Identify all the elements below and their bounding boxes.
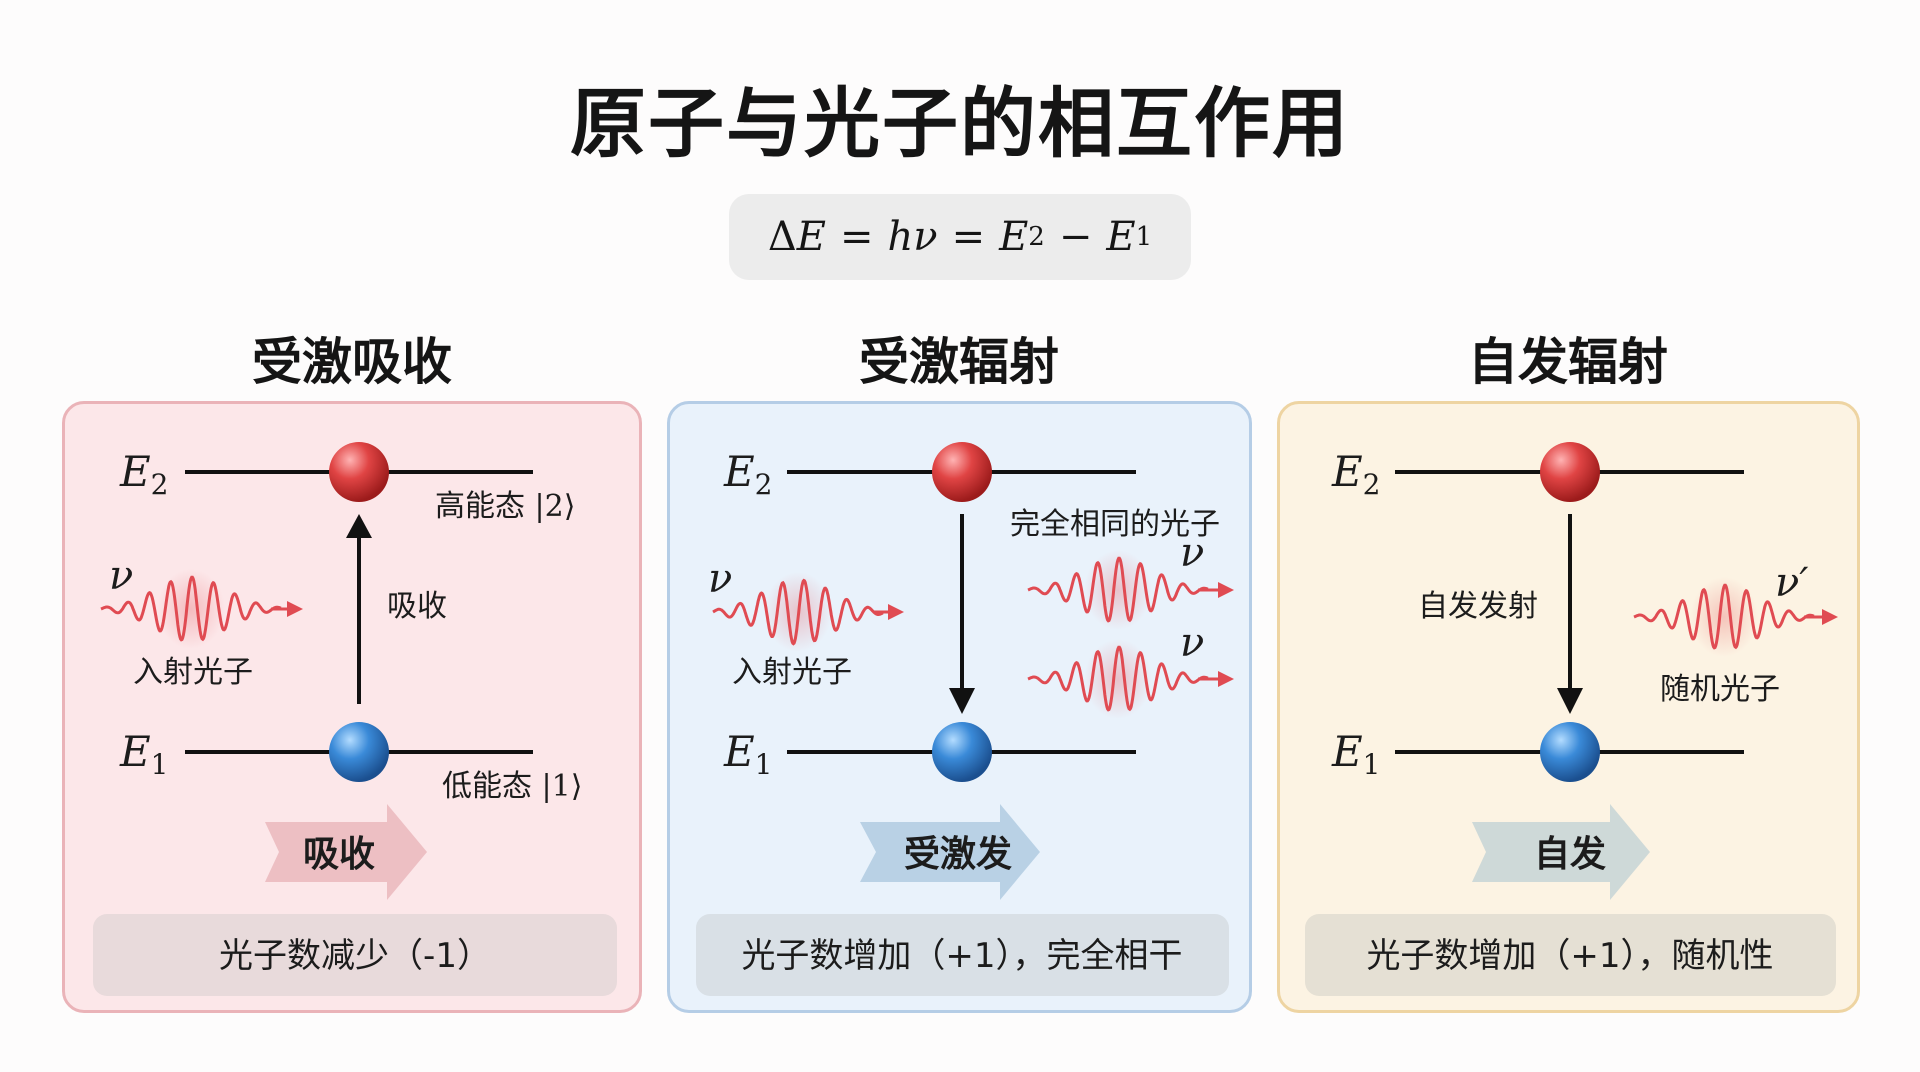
formula-h: h: [887, 214, 914, 260]
formula-e2: E: [999, 214, 1029, 260]
level-e1-label: E1: [723, 727, 773, 781]
panel-absorption: E2 E1 高能态 |2⟩ 低能态 |1⟩ 吸收 ν 入射光子 吸收 光子数减少…: [62, 401, 642, 1013]
absorption-diagram: E2 E1 高能态 |2⟩ 低能态 |1⟩ 吸收 ν 入射光子 吸收 光子数减少…: [93, 442, 617, 996]
random-photon-label: 随机光子: [1660, 672, 1780, 707]
formula-equals-1: =: [839, 214, 874, 260]
process-arrow: [860, 804, 1040, 900]
ground-atom: [932, 722, 992, 782]
photon-arrowhead: [888, 604, 904, 620]
panel-stimulated-emission: E2 E1 ν 入射光子 完全相同的光子 ν ν 受激发 光子数增加（+1），完…: [667, 401, 1252, 1013]
out-photon-arrowhead-1: [1218, 582, 1234, 598]
formula-delta: Δ: [767, 214, 797, 260]
photon-arrowhead: [287, 601, 303, 617]
process-arrow-label: 受激发: [904, 834, 1012, 875]
process-arrow-label: 自发: [1534, 834, 1606, 875]
formula-e: E: [796, 214, 826, 260]
heading-absorption: 受激吸收: [252, 333, 452, 391]
formula-minus: −: [1058, 214, 1093, 260]
summary-text: 光子数增加（+1），随机性: [1366, 936, 1773, 976]
ground-atom: [329, 722, 389, 782]
transition-arrowhead: [346, 514, 372, 538]
ground-atom: [1540, 722, 1600, 782]
summary-text: 光子数减少（-1）: [219, 936, 491, 976]
level-e1-label: E1: [1331, 727, 1381, 781]
summary-text: 光子数增加（+1），完全相干: [741, 936, 1182, 976]
upper-state-label: 高能态 |2⟩: [435, 489, 575, 524]
identical-photons-label: 完全相同的光子: [1010, 507, 1220, 542]
excited-atom: [329, 442, 389, 502]
process-arrow-label: 吸收: [303, 834, 375, 875]
out-photon-arrowhead-2: [1218, 671, 1234, 687]
out-photon-wave-2: [1027, 645, 1209, 712]
incident-photon-wave: [100, 575, 282, 642]
out-photon-wave-1: [1027, 556, 1209, 623]
excited-atom: [1540, 442, 1600, 502]
spontaneous-diagram: E2 E1 自发发射 ν′ 随机光子 自发 光子数增加（+1），随机性: [1305, 442, 1838, 996]
summary-box: [696, 914, 1229, 996]
panel-spontaneous-emission: E2 E1 自发发射 ν′ 随机光子 自发 光子数增加（+1），随机性: [1277, 401, 1860, 1013]
formula-nu: ν: [913, 214, 938, 260]
process-arrow: [265, 804, 427, 900]
heading-spontaneous-emission: 自发辐射: [1468, 333, 1668, 391]
level-e1-label: E1: [119, 727, 169, 781]
incident-photon-wave: [712, 578, 884, 646]
random-photon-wave: [1633, 583, 1815, 650]
out-nu-symbol-1: ν: [1180, 530, 1204, 576]
out-photon-arrowhead: [1822, 609, 1838, 625]
summary-box: [93, 914, 617, 996]
level-e2-label: E2: [119, 447, 169, 501]
stimulated-diagram: E2 E1 ν 入射光子 完全相同的光子 ν ν 受激发 光子数增加（+1），完…: [696, 442, 1234, 996]
photon-nu-symbol: ν: [109, 553, 133, 599]
transition-arrowhead: [949, 688, 975, 714]
photon-nu-symbol: ν: [708, 556, 732, 602]
transition-label: 自发发射: [1418, 589, 1538, 624]
out-nu-symbol-2: ν: [1180, 620, 1204, 666]
lower-state-label: 低能态 |1⟩: [442, 769, 582, 804]
formula-e2-sub: 2: [1028, 222, 1045, 252]
transition-arrowhead: [1557, 688, 1583, 714]
excited-atom: [932, 442, 992, 502]
level-e2-label: E2: [1331, 447, 1381, 501]
formula-equals-2: =: [951, 214, 986, 260]
transition-label: 吸收: [387, 589, 447, 624]
incident-photon-label: 入射光子: [133, 655, 253, 690]
process-arrow: [1472, 804, 1650, 900]
incident-photon-label: 入射光子: [732, 655, 852, 690]
summary-box: [1305, 914, 1836, 996]
formula-e1: E: [1106, 214, 1136, 260]
heading-stimulated-emission: 受激辐射: [859, 333, 1059, 391]
level-e2-label: E2: [723, 447, 773, 501]
out-nu-prime-symbol: ν′: [1775, 560, 1808, 606]
page-title: 原子与光子的相互作用: [570, 79, 1350, 168]
formula-e1-sub: 1: [1135, 222, 1153, 252]
